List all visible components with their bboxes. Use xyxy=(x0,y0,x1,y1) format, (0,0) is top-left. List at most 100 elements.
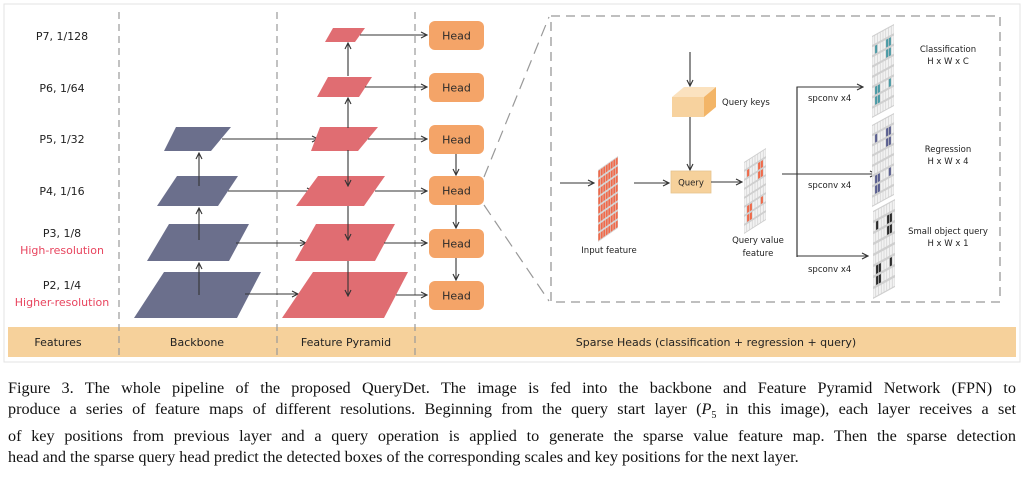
grid-cell-active xyxy=(878,274,881,284)
grid-cell xyxy=(878,285,881,295)
grid-cell xyxy=(610,187,613,196)
grid-cell xyxy=(892,266,895,276)
grid-cell xyxy=(892,200,895,210)
grid-cell xyxy=(615,193,618,202)
grid-cell xyxy=(891,66,894,76)
grid-cell xyxy=(605,173,608,182)
grid-cell xyxy=(875,54,878,64)
caption-line-4: head and the sparse query head predict t… xyxy=(8,448,799,467)
pyramid-map-p7 xyxy=(325,28,365,42)
grid-cell xyxy=(886,79,889,89)
grid-cell xyxy=(886,178,889,188)
lateral-arrows xyxy=(222,139,318,294)
small-object-query-shape: H x W x 1 xyxy=(927,239,968,249)
grid-cell xyxy=(605,164,608,173)
grid-cell xyxy=(891,186,894,196)
grid-cell xyxy=(758,215,761,224)
grid-cell xyxy=(884,271,887,281)
grid-cell xyxy=(881,272,884,282)
grid-cell xyxy=(877,43,880,53)
grid-cell xyxy=(876,253,879,263)
grid-cell-active xyxy=(749,203,752,212)
grid-cell xyxy=(892,233,895,243)
figure-caption: Figure 3. The whole pipeline of the prop… xyxy=(8,378,1018,468)
grid-cell xyxy=(598,214,601,223)
grid-cell xyxy=(880,103,883,113)
head-p5: Head xyxy=(429,125,484,154)
grid-cell xyxy=(598,205,601,214)
grid-cell xyxy=(883,29,886,39)
grid-cell-active xyxy=(877,173,880,183)
grid-cell-active xyxy=(875,95,878,105)
grid-cell xyxy=(605,200,608,209)
grid-cell xyxy=(883,190,886,200)
grid-cell xyxy=(891,155,894,165)
grid-cell-active xyxy=(877,84,880,94)
grid-cell xyxy=(875,123,878,133)
grid-cell xyxy=(878,219,881,229)
grid-cell xyxy=(872,66,875,76)
grid-cell xyxy=(878,241,881,251)
feature-labels: P7, 1/128 P6, 1/64 P5, 1/32 P4, 1/16 P3,… xyxy=(15,30,109,309)
grid-cell xyxy=(603,202,606,211)
grid-cell xyxy=(883,118,886,128)
grid-cell xyxy=(752,165,755,174)
grid-cell xyxy=(873,222,876,232)
grid-cell xyxy=(613,177,616,186)
small-object-query-output-map xyxy=(873,199,895,299)
grid-cell xyxy=(872,145,875,155)
grid-cell xyxy=(875,106,878,116)
grid-cell-active xyxy=(875,184,878,194)
pyramid-map-p3 xyxy=(295,224,395,261)
grid-cell xyxy=(880,161,883,171)
grid-cell xyxy=(880,140,883,150)
grid-cell xyxy=(873,233,876,243)
grid-cell xyxy=(888,26,891,36)
grid-cell xyxy=(891,76,894,86)
grid-cell xyxy=(744,206,747,215)
heads: Head Head Head Head Head Head xyxy=(429,21,484,310)
grid-cell xyxy=(892,277,895,287)
grid-cell xyxy=(744,188,747,197)
query-value-feature-map xyxy=(744,148,766,234)
grid-cell xyxy=(877,73,880,83)
grid-cell xyxy=(608,171,611,180)
grid-cell xyxy=(872,46,875,56)
grid-cell xyxy=(615,184,618,193)
grid-cell xyxy=(752,219,755,228)
grid-cell-active xyxy=(877,94,880,104)
grid-cell xyxy=(880,62,883,72)
grid-cell xyxy=(749,158,752,167)
grid-cell xyxy=(883,149,886,159)
grid-cell-active xyxy=(888,47,891,57)
grid-cell xyxy=(872,155,875,165)
grid-cell xyxy=(749,176,752,185)
pyramid-maps xyxy=(282,28,408,318)
grid-cell xyxy=(747,195,750,204)
grid-cell xyxy=(889,235,892,245)
grid-cell xyxy=(891,134,894,144)
grid-cell xyxy=(763,203,766,212)
grid-cell xyxy=(610,223,613,232)
column-dividers xyxy=(118,12,416,357)
grid-cell xyxy=(880,41,883,51)
grid-cell xyxy=(608,216,611,225)
grid-cell xyxy=(605,182,608,191)
grid-cell xyxy=(760,214,763,223)
grid-cell xyxy=(880,151,883,161)
grid-cell xyxy=(883,129,886,139)
svg-text:Head: Head xyxy=(442,30,471,43)
grid-cell xyxy=(749,194,752,203)
grid-cell xyxy=(875,34,878,44)
grid-cell xyxy=(747,222,750,231)
grid-cell xyxy=(598,187,601,196)
grid-cell-active xyxy=(875,85,878,95)
grid-cell-active xyxy=(888,167,891,177)
grid-cell xyxy=(889,246,892,256)
grid-cell xyxy=(877,142,880,152)
head-p4: Head xyxy=(429,176,484,205)
grid-cell xyxy=(763,149,766,158)
grid-cell xyxy=(888,146,891,156)
grid-cell xyxy=(891,45,894,55)
grid-cell xyxy=(883,60,886,70)
